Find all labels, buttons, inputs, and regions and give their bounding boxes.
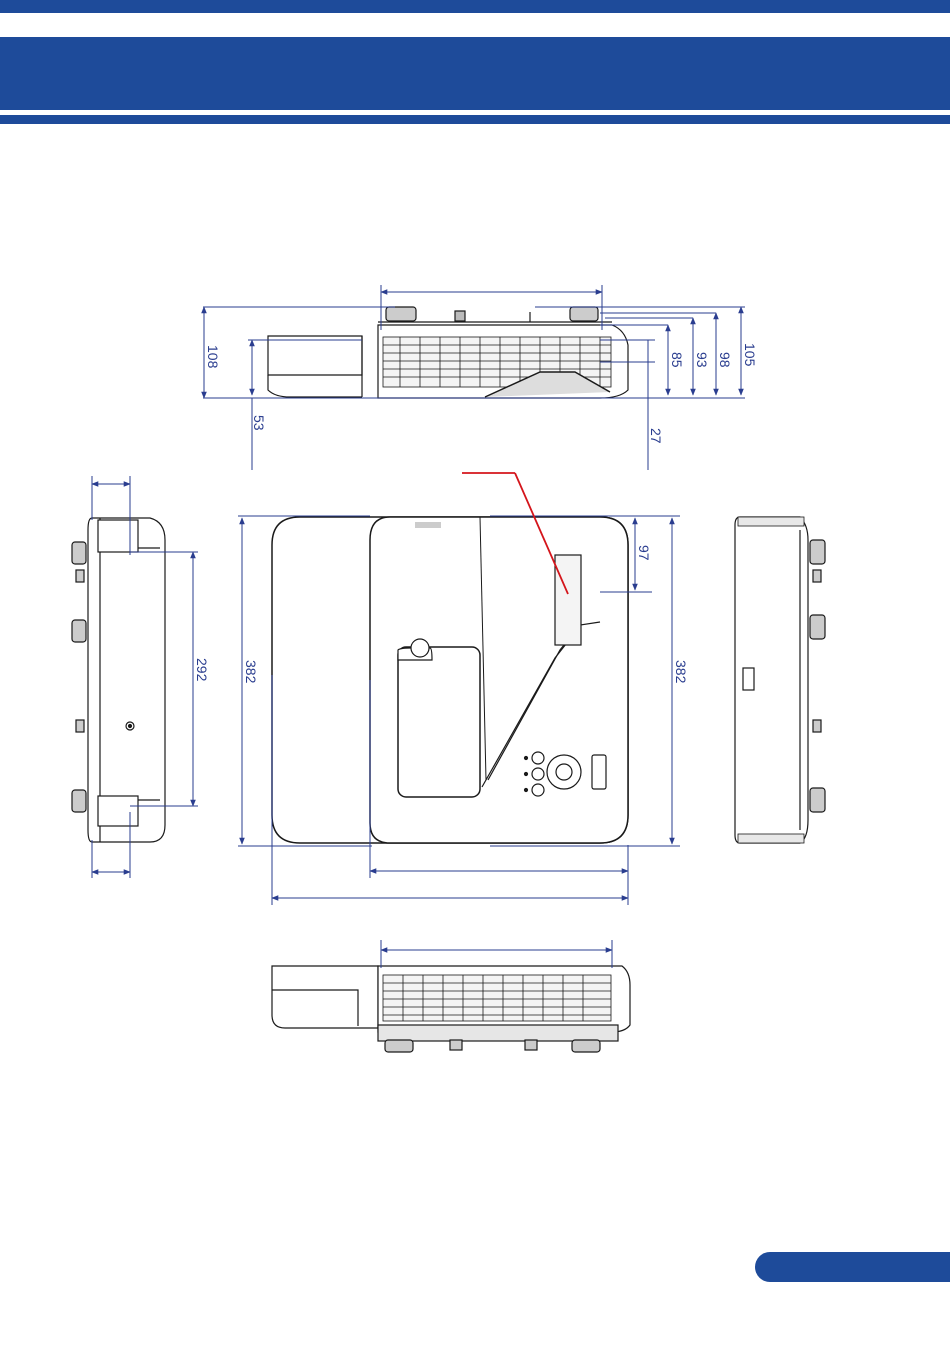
top-view-lens-window [555,555,581,645]
dim-label-27: 27 [648,428,664,444]
left-side-feet [72,542,86,812]
rear-vent-grille [383,975,611,1021]
dim-label-382-left: 382 [243,660,259,684]
right-side-feet [810,540,825,812]
front-view [268,307,628,398]
dim-label-93: 93 [694,352,710,368]
dim-label-105: 105 [742,343,758,367]
control-panel [525,752,607,796]
dim-label-108: 108 [205,345,221,369]
top-view [272,517,628,843]
rear-view-dimensions [381,940,612,968]
right-side-view [735,517,825,843]
rear-view [272,966,630,1052]
rear-view-feet [385,1040,600,1052]
dim-label-382-right: 382 [673,660,689,684]
dim-label-98: 98 [717,352,733,368]
dim-label-97: 97 [636,545,652,561]
lamp-cover [398,639,480,797]
left-side-view [72,518,165,842]
dim-label-53: 53 [251,415,267,431]
dim-label-292: 292 [194,658,210,682]
dim-label-85: 85 [669,352,685,368]
page-tab [755,1252,950,1282]
